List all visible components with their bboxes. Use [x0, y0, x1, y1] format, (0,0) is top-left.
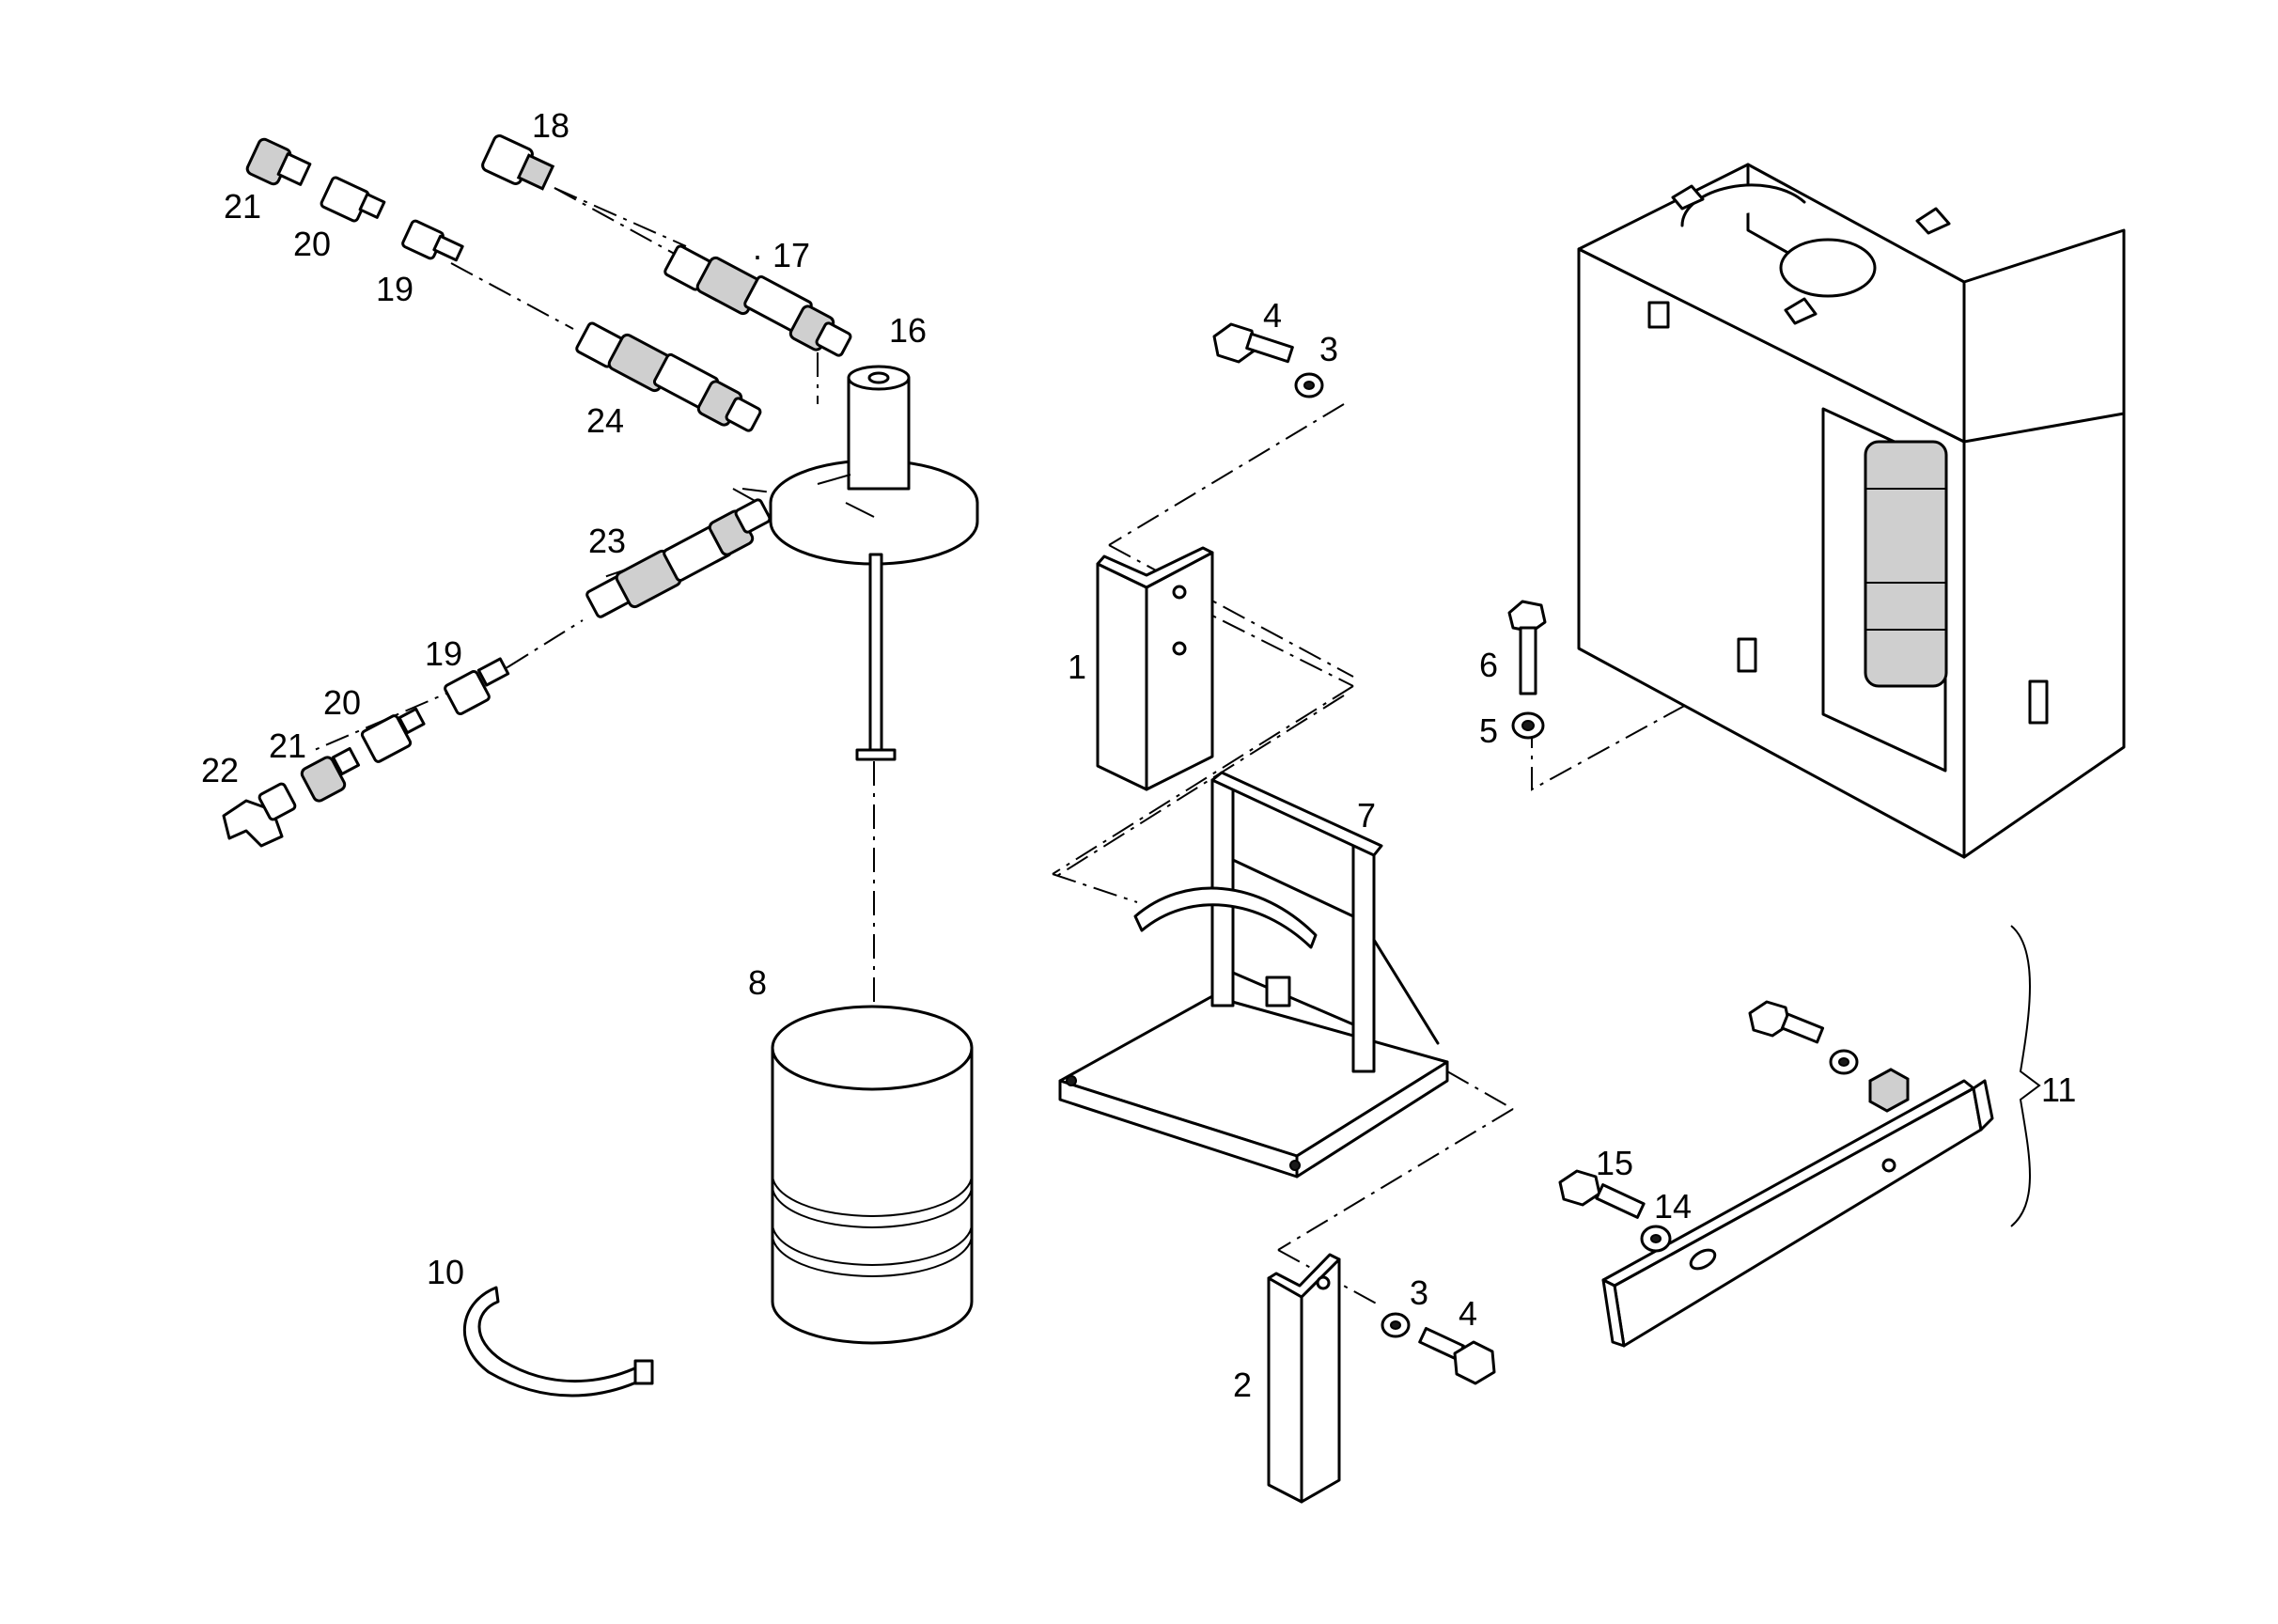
fitting-20-lower — [360, 707, 426, 763]
pump-16 — [769, 365, 979, 761]
coupling-24 — [575, 321, 762, 432]
fitting-21-upper — [245, 137, 312, 186]
rail-bolt-upper — [1748, 1000, 1825, 1044]
callout-18: 18 — [532, 106, 570, 145]
callout-8: 8 — [748, 963, 767, 1002]
callout-19-upper: 19 — [376, 270, 413, 308]
callout-10: 10 — [427, 1253, 464, 1291]
callout-23: 23 — [588, 522, 626, 560]
callout-2: 2 — [1233, 1366, 1252, 1404]
coupling-17 — [663, 244, 852, 357]
bolt-6 — [1507, 600, 1547, 695]
bolt-15 — [1558, 1169, 1646, 1219]
callout-11: 11 — [2041, 1070, 2076, 1109]
callout-16: 16 — [889, 311, 927, 350]
callout-1: 1 — [1068, 648, 1086, 686]
brace-11 — [2010, 925, 2041, 1227]
upper-fitting-chain — [245, 137, 762, 432]
callout-15: 15 — [1596, 1144, 1633, 1182]
rail-11-assembly — [1558, 925, 2041, 1348]
washer-3-lower — [1381, 1312, 1411, 1338]
bolt-4-lower — [1418, 1326, 1496, 1385]
coupling-23 — [585, 498, 772, 618]
callout-labels: 18 21 20 19 · 17 16 24 23 19 20 21 22 8 … — [201, 106, 2076, 1404]
callout-21-lower: 21 — [269, 726, 306, 765]
washer-5 — [1511, 711, 1545, 740]
fitting-20-upper — [320, 176, 386, 223]
callout-4-upper: 4 — [1263, 296, 1282, 335]
callout-5: 5 — [1479, 711, 1498, 750]
callout-14: 14 — [1654, 1187, 1692, 1226]
washer-14 — [1640, 1225, 1672, 1253]
washer-3-upper — [1294, 372, 1324, 398]
callout-17: · 17 — [752, 236, 810, 274]
strap-10 — [462, 1286, 654, 1398]
frame-7 — [1058, 771, 1449, 1179]
rail-washer-upper — [1829, 1049, 1859, 1075]
fitting-21-lower — [300, 746, 361, 803]
lower-fitting-chain — [222, 498, 772, 848]
callout-21-upper: 21 — [224, 187, 261, 226]
bracket-2 — [1267, 1253, 1341, 1504]
callout-20-upper: 20 — [293, 225, 331, 263]
fitting-19-lower — [444, 657, 510, 716]
elbow-22 — [222, 782, 297, 848]
callout-24: 24 — [586, 401, 624, 440]
callout-3-upper: 3 — [1319, 330, 1338, 368]
callout-4-lower: 4 — [1459, 1294, 1477, 1333]
callout-20-lower: 20 — [323, 683, 361, 722]
drum-8 — [771, 1005, 974, 1345]
cabinet-housing — [1577, 163, 2126, 859]
fitting-18 — [481, 134, 555, 191]
callout-19-lower: 19 — [425, 634, 462, 673]
rail-nut-upper — [1868, 1068, 1910, 1113]
top-fitting-chain — [481, 134, 852, 357]
callout-7: 7 — [1357, 796, 1376, 835]
callout-22: 22 — [201, 751, 239, 789]
callout-3-lower: 3 — [1410, 1273, 1428, 1312]
fitting-19-upper — [401, 219, 464, 262]
bracket-1 — [1096, 546, 1214, 791]
callout-6: 6 — [1479, 646, 1498, 684]
bolt-4-upper — [1212, 322, 1294, 364]
